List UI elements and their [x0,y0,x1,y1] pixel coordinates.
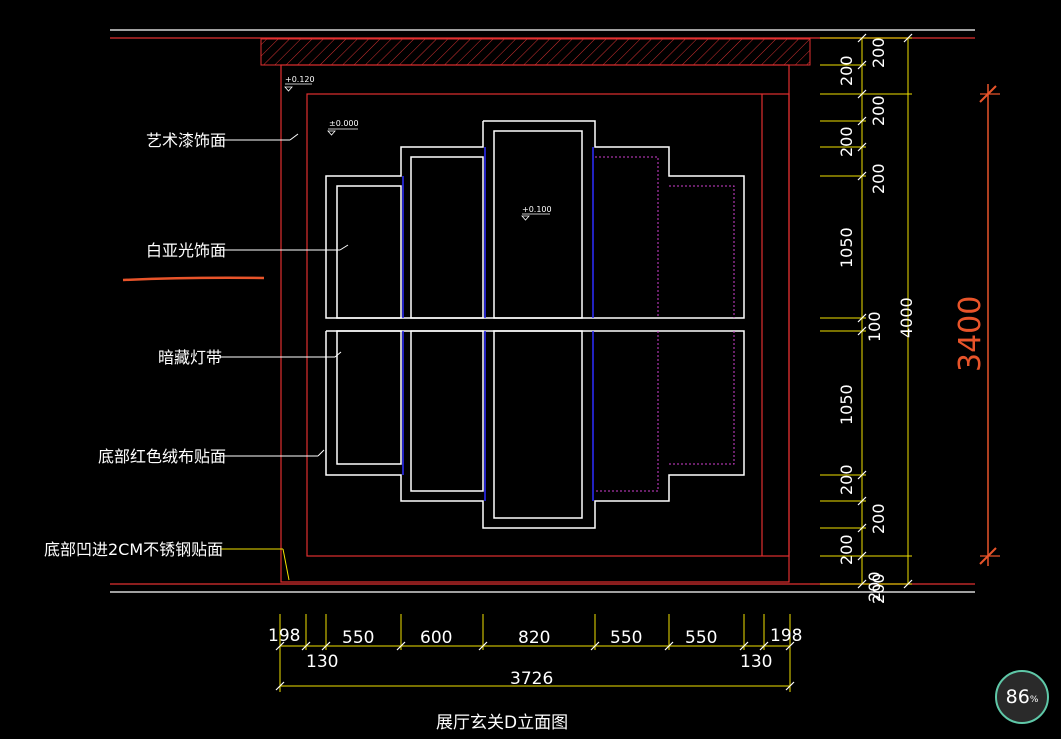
level-markers: +0.120 ±0.000 +0.100 [284,75,552,221]
panel-assembly [325,120,745,529]
label-white-matte: 白亚光饰面 [146,241,226,260]
vdim-1050-a: 1050 [837,227,856,268]
vdim-100: 100 [865,311,884,342]
vdim-200-d: 200 [837,534,856,565]
label-hidden-light: 暗藏灯带 [158,348,222,367]
dim-820: 820 [518,628,550,648]
vdim-1050-b: 1050 [837,384,856,425]
dim-130-right: 130 [740,652,772,672]
annotation-mark [122,276,265,282]
ceiling-slab-hatch [260,38,811,66]
label-red-velvet: 底部红色绒布贴面 [98,447,226,466]
red-frames [280,64,790,583]
vdim-outer-200-c: 200 [869,163,888,194]
dim-130-left: 130 [306,652,338,672]
vdim-outer-200-b: 200 [869,95,888,126]
vertical-dim-ticks [857,33,913,589]
dim-550-a: 550 [342,628,374,648]
vertical-dim-texts-inner: 200 200 1050 100 1050 200 200 200 [837,55,884,602]
leader-lines [220,133,349,457]
label-art-paint: 艺术漆饰面 [146,131,226,150]
horizontal-dimensions [279,614,791,692]
overall-height-dimension: 3400 [953,84,1000,566]
dim-198-right: 198 [770,626,802,646]
vdim-200-a: 200 [837,55,856,86]
zoom-indicator[interactable]: 86% [995,670,1049,724]
callout-labels: 艺术漆饰面 白亚光饰面 暗藏灯带 底部红色绒布贴面 底部凹进2CM不锈钢贴面 [44,131,226,559]
vertical-dimensions [820,37,912,585]
level-text-1: +0.120 [285,75,315,84]
vdim-outer-200-e: 200 [869,573,888,604]
zoom-value: 86 [1005,686,1030,708]
vdim-200-e: 200 [865,571,884,602]
vdim-200-c: 200 [837,464,856,495]
dim-198-left: 198 [268,626,300,646]
level-text-3: +0.100 [522,205,552,214]
structure-lines [110,29,975,593]
dim-550-c: 550 [685,628,717,648]
level-text-2: ±0.000 [329,119,359,128]
horizontal-dim-texts: 198 130 550 600 820 550 550 130 198 3726 [268,626,802,689]
vertical-dim-texts-outer: 200 200 200 4000 200 200 [869,37,916,604]
vdim-total-4000: 4000 [897,297,916,338]
label-steel: 底部凹进2CM不锈钢贴面 [44,540,223,559]
drawing-title: 展厅玄关D立面图 [436,713,568,733]
dim-total-width: 3726 [510,669,553,689]
zoom-unit: % [1029,695,1039,705]
dim-3400: 3400 [953,296,988,372]
leader-line-steel [220,548,290,581]
vdim-outer-200-a: 200 [869,37,888,68]
dim-600: 600 [420,628,452,648]
dim-550-b: 550 [610,628,642,648]
vdim-outer-200-d: 200 [869,503,888,534]
light-strips [402,147,594,501]
magenta-panels [595,156,735,492]
horizontal-dim-ticks [275,641,795,691]
vdim-200-b: 200 [837,126,856,157]
